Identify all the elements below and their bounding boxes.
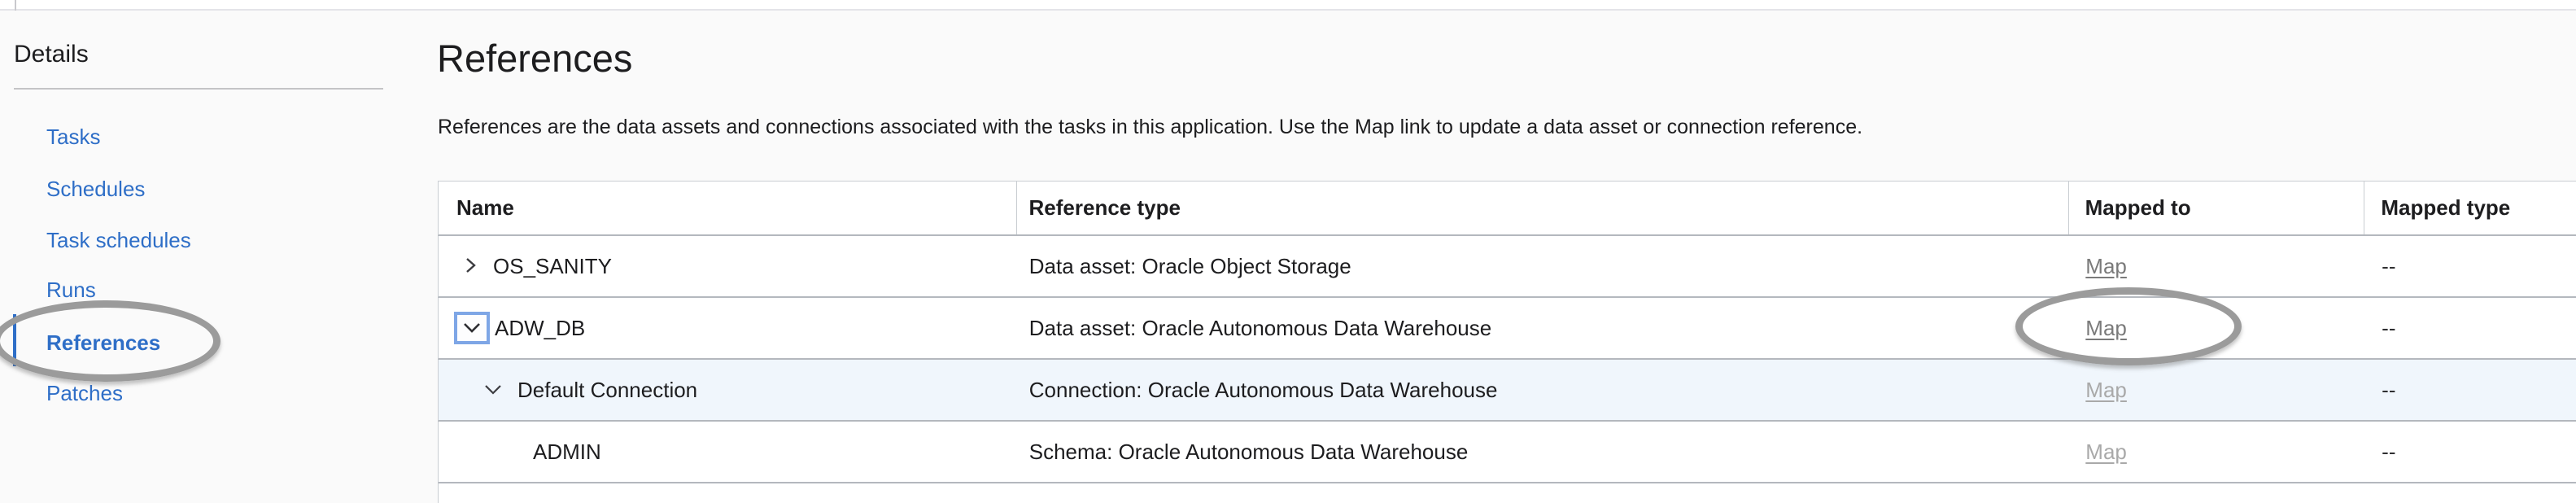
page-title: References — [437, 37, 633, 80]
sidebar-active-indicator — [13, 314, 16, 366]
sidebar-item-references[interactable]: References — [46, 330, 161, 355]
column-header-mapped-to: Mapped to — [2069, 182, 2365, 234]
collapse-row-button[interactable] — [483, 383, 503, 398]
top-panel-divider-tick — [15, 0, 16, 11]
reference-type-cell: Connection: Oracle Autonomous Data Wareh… — [1028, 377, 1498, 402]
references-table: Name Reference type Mapped to Mapped typ… — [438, 181, 2576, 503]
sidebar-heading: Details — [14, 41, 89, 68]
map-link[interactable]: Map — [2085, 439, 2127, 464]
table-row[interactable]: OS_SANITY Data asset: Oracle Object Stor… — [438, 236, 2576, 298]
reference-name: ADW_DB — [495, 315, 586, 340]
sidebar-item-tasks[interactable]: Tasks — [46, 125, 101, 149]
sidebar-item-schedules[interactable]: Schedules — [46, 177, 146, 201]
collapse-row-button[interactable] — [454, 312, 490, 344]
column-header-mapped-type: Mapped type — [2381, 195, 2511, 220]
reference-type-cell: Schema: Oracle Autonomous Data Warehouse — [1028, 439, 1469, 464]
reference-name: ADMIN — [533, 439, 601, 464]
table-header-row: Name Reference type Mapped to Mapped typ… — [438, 181, 2576, 236]
top-panel-edge — [0, 0, 2576, 11]
map-link[interactable]: Map — [2085, 315, 2127, 340]
column-header-reference-type: Reference type — [1017, 182, 2069, 234]
table-row[interactable]: ADMIN Schema: Oracle Autonomous Data War… — [438, 422, 2576, 483]
page-description: References are the data assets and conne… — [438, 116, 1863, 138]
mapped-type-cell: -- — [2382, 253, 2396, 278]
map-link[interactable]: Map — [2085, 377, 2127, 402]
mapped-type-cell: -- — [2382, 377, 2396, 402]
reference-type-cell: Data asset: Oracle Autonomous Data Wareh… — [1028, 315, 1492, 340]
column-header-name: Name — [439, 182, 1017, 234]
chevron-down-icon — [483, 383, 503, 398]
table-row[interactable]: Default Connection Connection: Oracle Au… — [438, 360, 2576, 422]
sidebar-item-runs[interactable]: Runs — [46, 278, 96, 302]
chevron-down-icon — [461, 320, 482, 337]
map-link[interactable]: Map — [2085, 253, 2127, 278]
chevron-right-icon — [462, 256, 478, 278]
sidebar-divider — [14, 88, 383, 90]
mapped-type-cell: -- — [2382, 439, 2396, 464]
reference-name: OS_SANITY — [493, 253, 612, 278]
sidebar-item-task-schedules[interactable]: Task schedules — [46, 228, 191, 252]
table-empty-row — [438, 483, 2576, 503]
mapped-type-cell: -- — [2382, 315, 2396, 340]
table-row[interactable]: ADW_DB Data asset: Oracle Autonomous Dat… — [438, 298, 2576, 360]
sidebar-item-patches[interactable]: Patches — [46, 381, 123, 405]
reference-type-cell: Data asset: Oracle Object Storage — [1028, 253, 1351, 278]
expand-row-button[interactable] — [462, 256, 478, 278]
reference-name: Default Connection — [517, 377, 698, 402]
